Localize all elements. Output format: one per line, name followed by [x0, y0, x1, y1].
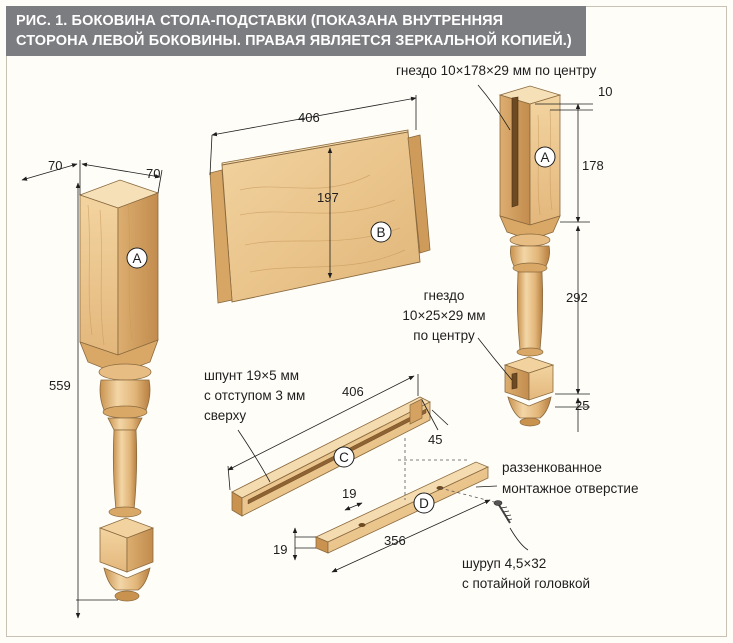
cleat-hole-1: [358, 523, 366, 527]
badge-a-left: A: [126, 247, 148, 269]
dim-cleat-width: 19: [342, 486, 356, 501]
top-mortise-slot: [511, 96, 519, 208]
dim-leg-width-1: 70: [48, 158, 62, 173]
figure-title: РИС. 1. БОКОВИНА СТОЛА-ПОДСТАВКИ (ПОКАЗА…: [6, 6, 586, 56]
badge-b: B: [370, 221, 392, 243]
bottom-mortise-slot: [511, 372, 518, 390]
left-leg: [78, 179, 160, 602]
dim-mortise-offset: 10: [598, 84, 612, 99]
panel-b: [209, 129, 431, 304]
screw-icon: [493, 500, 513, 524]
label-screw-1: шуруп 4,5×32: [462, 556, 546, 571]
dim-mortise-bottom-length: 25: [575, 398, 589, 413]
label-bottom-mortise-2: 10×25×29 мм: [402, 308, 485, 323]
dim-leg-width-2: 70: [146, 166, 160, 181]
label-bottom-mortise-3: по центру: [413, 328, 475, 343]
badge-c: C: [333, 446, 355, 468]
badge-b-text: B: [376, 225, 385, 240]
label-screw-2: с потайной головкой: [462, 576, 590, 591]
left-leg-side-face: [117, 192, 159, 356]
badge-a-right: A: [534, 146, 556, 168]
badge-a-right-text: A: [540, 150, 549, 165]
label-mounting-hole-1: раззенкованное: [502, 460, 602, 475]
dim-rail-height: 45: [428, 432, 442, 447]
dim-cleat-height: 19: [273, 542, 287, 557]
dim-leg-height: 559: [49, 378, 71, 393]
label-groove-1: шпунт 19×5 мм: [204, 368, 299, 383]
figure-title-line-2: СТОРОНА ЛЕВОЙ БОКОВИНЫ. ПРАВАЯ ЯВЛЯЕТСЯ …: [16, 33, 572, 49]
dim-cleat-length: 356: [384, 533, 406, 548]
label-top-mortise: гнездо 10×178×29 мм по центру: [396, 63, 597, 78]
label-groove-3: сверху: [204, 408, 246, 423]
left-leg-front-face: [79, 194, 119, 356]
dim-rail-length: 406: [342, 384, 364, 399]
right-leg: [498, 85, 562, 427]
figure-title-line-1: РИС. 1. БОКОВИНА СТОЛА-ПОДСТАВКИ (ПОКАЗА…: [16, 13, 504, 29]
label-bottom-mortise-1: гнездо: [424, 288, 465, 303]
label-groove-2: с отступом 3 мм: [204, 388, 305, 403]
label-mounting-hole-2: монтажное отверстие: [502, 481, 638, 496]
dim-panel-length: 406: [298, 110, 320, 125]
badge-c-text: C: [339, 450, 349, 465]
dim-panel-height: 197: [317, 190, 339, 205]
badge-d-text: D: [419, 496, 429, 511]
dim-mortise-top-length: 178: [582, 158, 604, 173]
dim-mortise-gap: 292: [566, 290, 588, 305]
badge-d: D: [413, 492, 435, 514]
badge-a-left-text: A: [132, 251, 141, 266]
